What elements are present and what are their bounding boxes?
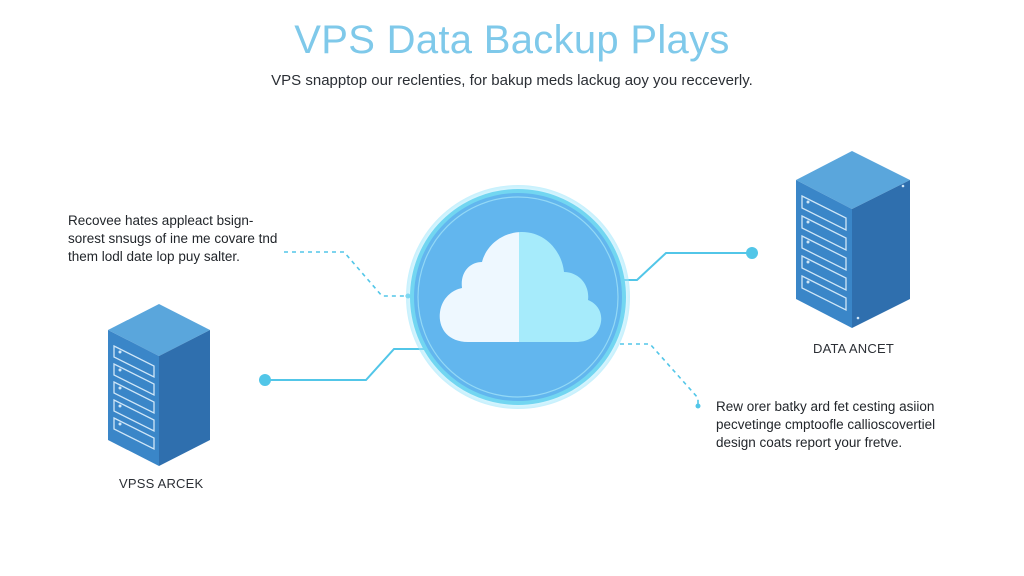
note-right-line: design coats report your fretve. [716, 435, 903, 450]
note-right: Rew orer batky ard fet cesting asiion pe… [716, 398, 935, 452]
cloud-icon [406, 185, 630, 409]
connector-dot-right-server [746, 247, 758, 259]
dashed-connector-right [620, 343, 699, 404]
server-rack-icon [796, 151, 910, 328]
server-label-right: DATA ANCET [813, 341, 894, 356]
dashed-connector-left [284, 251, 408, 297]
connector-dot-left-server [259, 374, 271, 386]
page-title: VPS Data Backup Plays [294, 18, 730, 62]
note-left-line: Recovee hates appleact bsign- [68, 213, 254, 228]
server-rack-icon [108, 304, 210, 466]
note-right-line: Rew orer batky ard fet cesting asiion [716, 399, 935, 414]
solid-connector-right [614, 252, 752, 281]
note-left-line: sorest snsugs of ine me covare tnd [68, 231, 278, 246]
connector-dot-right-note [695, 403, 701, 409]
server-label-left: VPSS ARCEK [119, 476, 204, 491]
solid-connector-left [265, 348, 430, 381]
note-left-line: them lodl date lop puy salter. [68, 249, 240, 264]
note-right-line: pecvetinge cmptoofle callioscovertiel [716, 417, 936, 432]
page-subtitle: VPS snapptop our reclenties, for bakup m… [271, 72, 753, 89]
note-left: Recovee hates appleact bsign- sorest sns… [68, 212, 277, 266]
